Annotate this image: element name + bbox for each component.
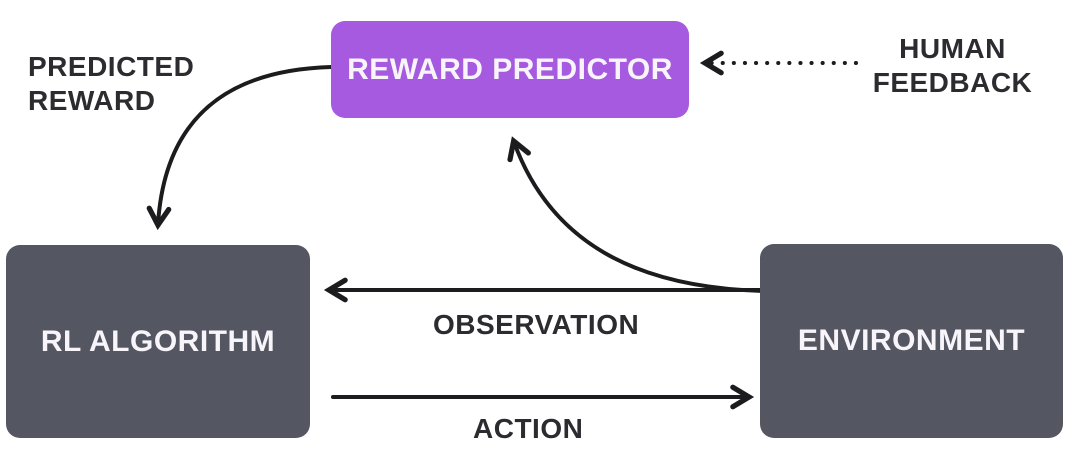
edge-label-human-feedback-line1: HUMAN [899, 33, 1006, 64]
arrow-predicted-reward [146, 65, 333, 231]
edge-label-predicted-reward-line2: REWARD [28, 85, 156, 116]
node-rl-algorithm-label: RL ALGORITHM [40, 324, 276, 358]
node-environment: ENVIRONMENT [760, 244, 1063, 438]
edge-label-predicted-reward: PREDICTED REWARD [28, 50, 194, 118]
edge-label-observation: OBSERVATION [433, 309, 640, 340]
edge-label-predicted-reward-line1: PREDICTED [28, 51, 195, 82]
edge-label-action: ACTION [473, 413, 584, 444]
node-rl-algorithm: RL ALGORITHM [6, 245, 310, 438]
edge-label-human-feedback-line2: FEEDBACK [872, 67, 1033, 98]
node-environment-label: ENVIRONMENT [797, 324, 1026, 357]
node-reward-predictor-label: REWARD PREDICTOR [347, 52, 673, 86]
node-reward-predictor: REWARD PREDICTOR [331, 21, 689, 118]
edge-label-human-feedback: HUMAN FEEDBACK [845, 32, 1060, 100]
arrow-environment-to-reward-predictor [507, 136, 765, 293]
